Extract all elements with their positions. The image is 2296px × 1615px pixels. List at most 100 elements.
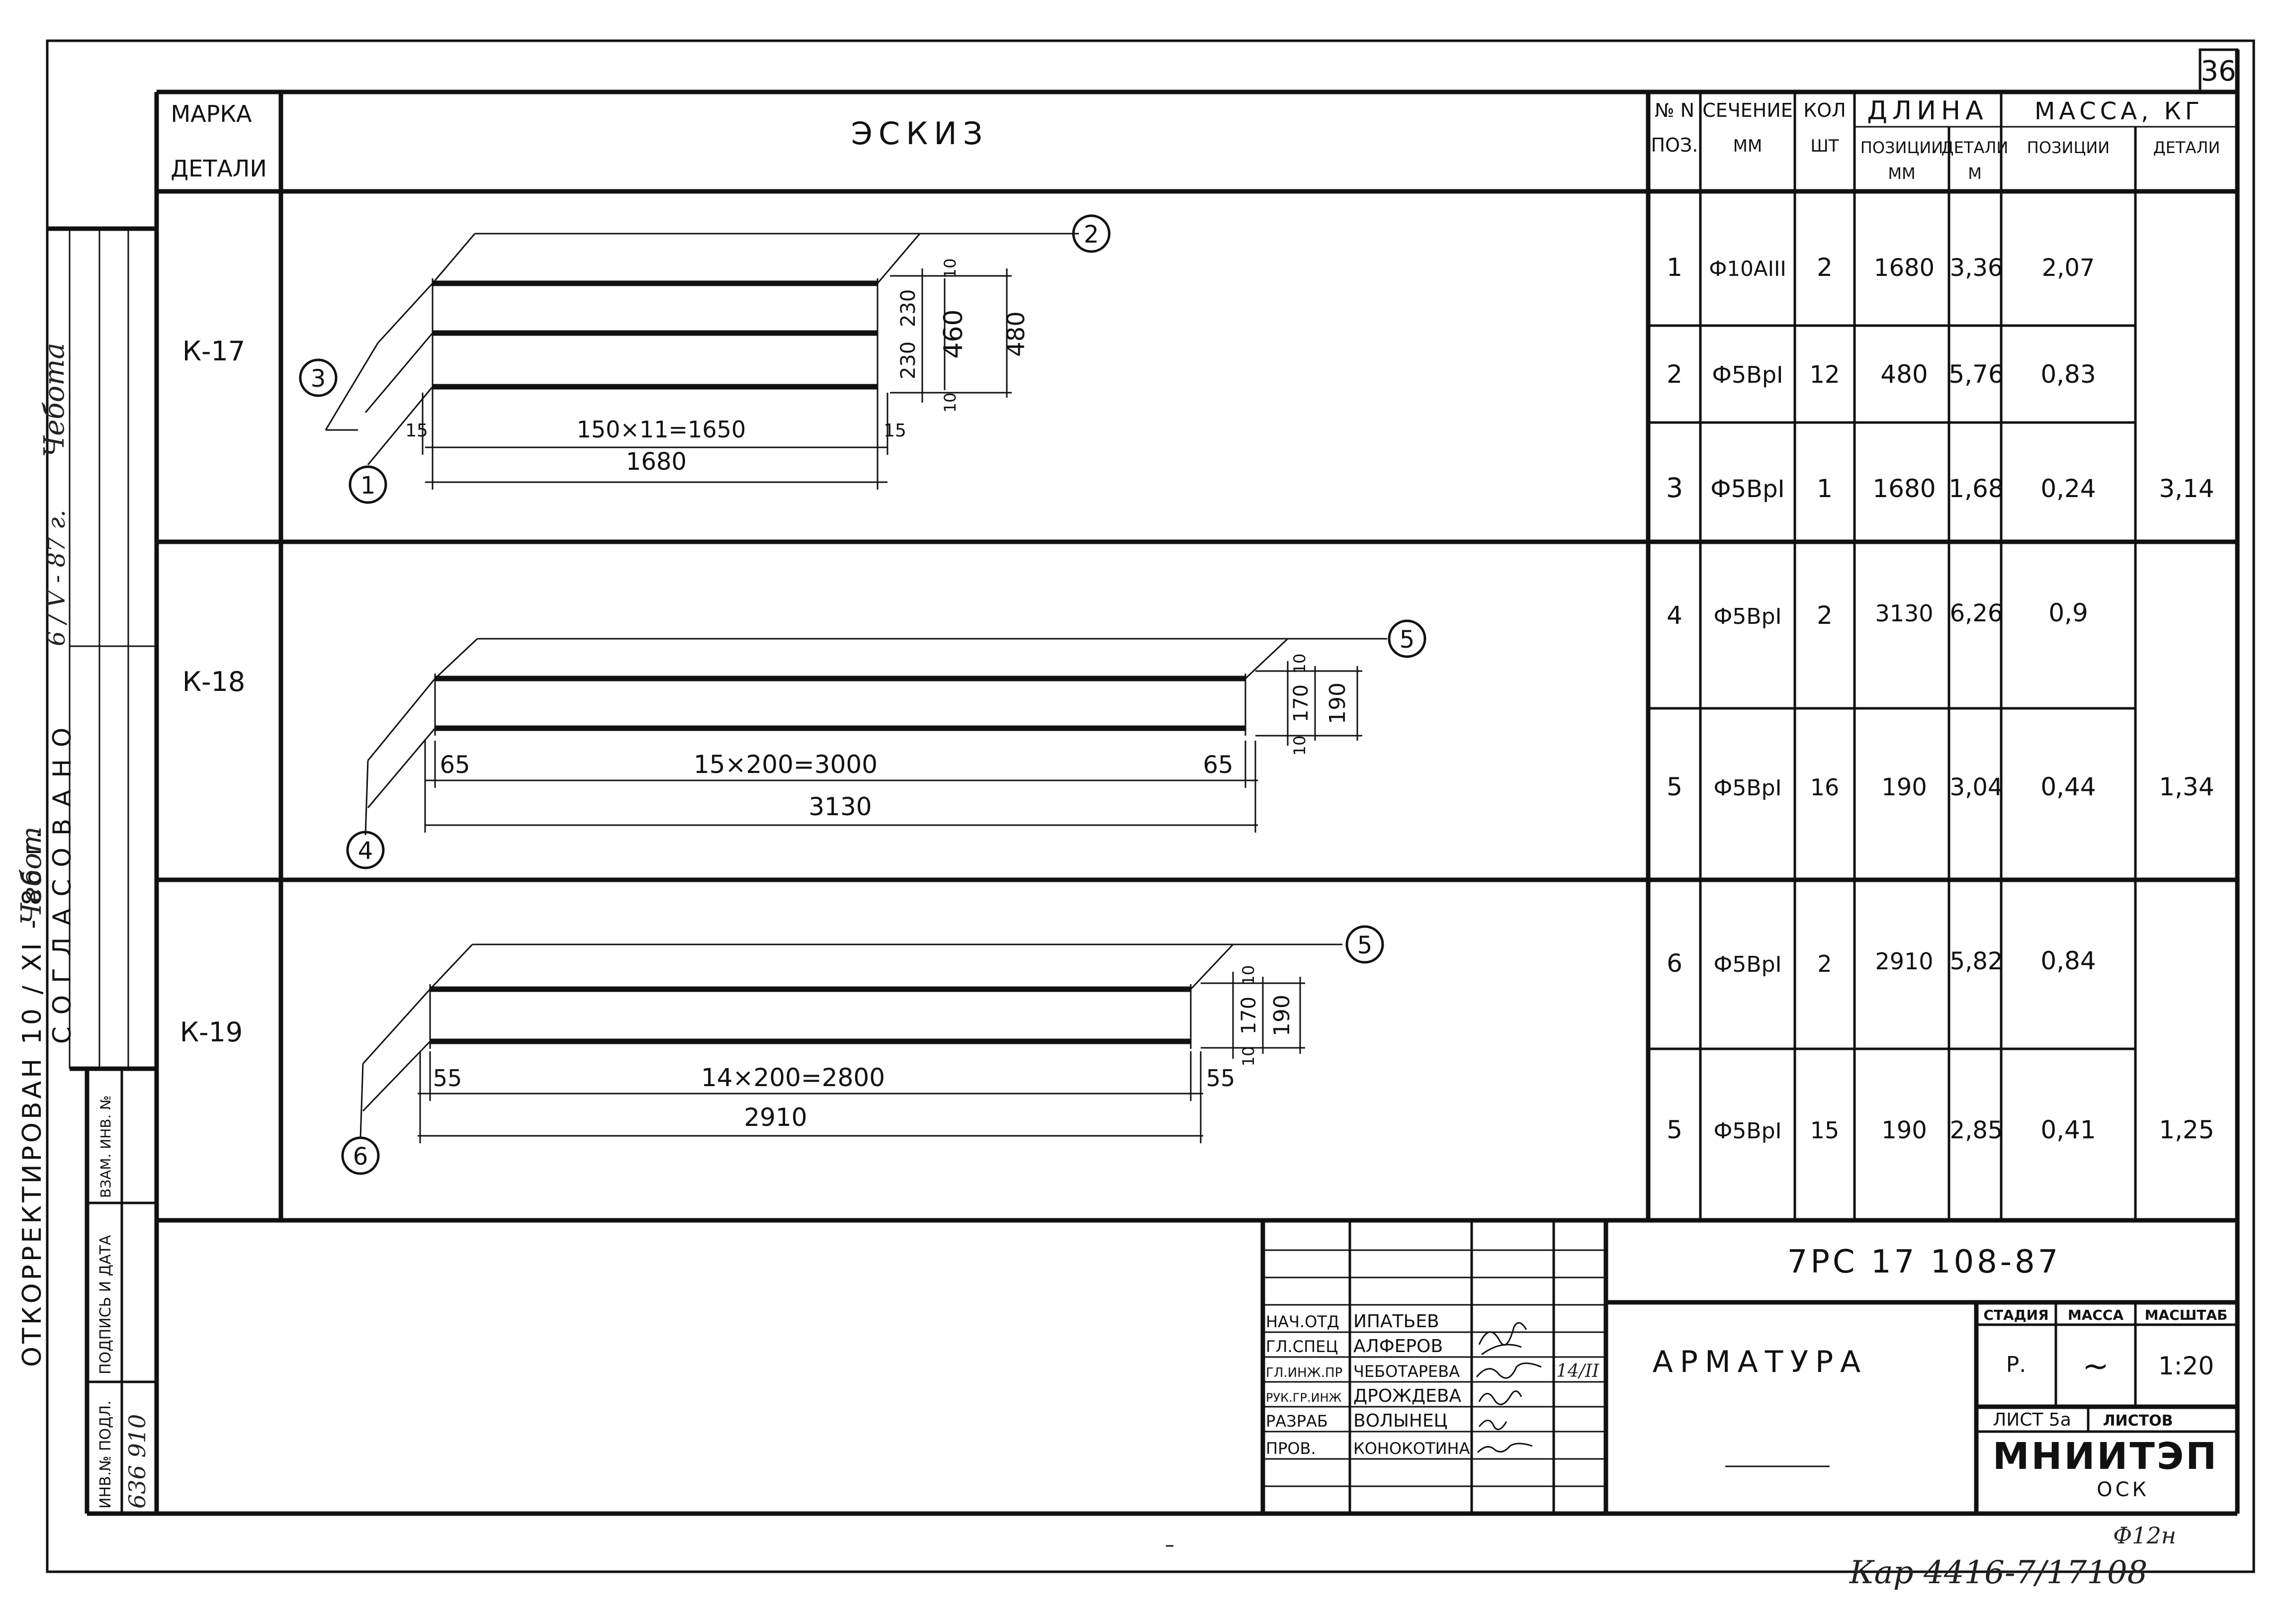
- table-row: 3 Ф5ВрI 1 1680 1,68 0,24: [1666, 472, 2096, 504]
- vzam-label: ВЗАМ. ИНВ. №: [97, 1096, 114, 1198]
- svg-text:ПРОВ.: ПРОВ.: [1266, 1439, 1316, 1458]
- svg-text:3: 3: [1666, 472, 1683, 504]
- dim-k18-left: 65: [440, 751, 470, 779]
- mass-label: МАССА: [2068, 1307, 2124, 1323]
- callout-k19-6: 6: [353, 1143, 368, 1171]
- mass-value: ~: [2082, 1348, 2109, 1385]
- detail-mass-k17: 3,14: [2159, 474, 2214, 503]
- svg-text:0,24: 0,24: [2040, 474, 2096, 503]
- svg-text:2,85: 2,85: [1950, 1116, 2003, 1144]
- dim-k18-170: 170: [1290, 684, 1313, 722]
- header-mass: МАССА, КГ: [2034, 97, 2204, 125]
- svg-text:1680: 1680: [1874, 254, 1935, 282]
- svg-text:3130: 3130: [1875, 600, 1933, 627]
- dim-k18-spacing: 15×200=3000: [694, 750, 878, 779]
- dim-k18-top: 10: [1290, 654, 1309, 674]
- dim-k19-170: 170: [1237, 997, 1260, 1034]
- header-pos-2: ПОЗ.: [1651, 134, 1698, 156]
- callout-k19-5: 5: [1357, 932, 1373, 959]
- sheets-label: ЛИСТОВ: [2103, 1412, 2173, 1430]
- approved-signature: Чебота: [38, 342, 71, 457]
- svg-text:2: 2: [1817, 253, 1833, 282]
- header-pos-1: № N: [1655, 99, 1694, 121]
- scale-value: 1:20: [2158, 1352, 2214, 1380]
- header-mark-1: МАРКА: [171, 100, 252, 127]
- table-row: 5 Ф5ВрI 15 190 2,85 0,41: [1667, 1115, 2096, 1144]
- dim-k18-190: 190: [1325, 682, 1350, 724]
- header-length-det-2: М: [1968, 164, 1982, 183]
- sketch-k19: [359, 943, 1342, 1143]
- svg-text:ЧЕБОТАРЕВА: ЧЕБОТАРЕВА: [1353, 1362, 1460, 1381]
- corrected-stamp: ОТКОРРЕКТИРОВАН 10 / XI - 86 г.: [17, 828, 47, 1367]
- svg-text:Ф5ВрI: Ф5ВрI: [1714, 775, 1782, 801]
- svg-text:5,82: 5,82: [1950, 947, 2003, 975]
- dim-k19-top: 10: [1239, 965, 1258, 986]
- dim-k19-190: 190: [1269, 995, 1295, 1036]
- sketch-k18-labels: 5 4 10 170 10 190 65 65 15×200=3000 3130: [346, 619, 1426, 869]
- header-qty-1: КОЛ: [1803, 99, 1846, 121]
- stage-label: СТАДИЯ: [1983, 1307, 2048, 1323]
- dim-k18-total: 3130: [808, 792, 872, 821]
- detail-mass-k19: 1,25: [2159, 1115, 2214, 1144]
- dim-k17-total: 1680: [626, 448, 687, 476]
- dim-k17-230b: 230: [897, 341, 920, 379]
- svg-text:6: 6: [1667, 949, 1682, 978]
- dept-name: ОСК: [2097, 1478, 2149, 1501]
- svg-text:Ф5ВрI: Ф5ВрI: [1714, 604, 1782, 629]
- dim-k19-right: 55: [1206, 1065, 1236, 1092]
- svg-text:0,9: 0,9: [2048, 598, 2088, 627]
- svg-text:НАЧ.ОТД: НАЧ.ОТД: [1266, 1312, 1339, 1331]
- svg-text:0,41: 0,41: [2040, 1115, 2096, 1144]
- dim-k17-left15: 15: [405, 421, 428, 441]
- dim-k19-bot: 10: [1239, 1046, 1258, 1067]
- approved-date: 6 / V - 87 г.: [43, 510, 71, 646]
- svg-text:3,04: 3,04: [1950, 773, 2003, 801]
- dim-k19-left: 55: [433, 1065, 462, 1092]
- callout-k17-1: 1: [360, 472, 376, 500]
- header-length-pos-2: ММ: [1888, 164, 1915, 183]
- approved-stamp: СОГЛАСОВАНО: [48, 716, 77, 1044]
- svg-text:Ф5ВрI: Ф5ВрI: [1714, 1118, 1782, 1144]
- svg-text:КОНОКОТИНА: КОНОКОТИНА: [1353, 1439, 1470, 1458]
- dim-k17-460: 460: [939, 309, 969, 358]
- dim-k17-spacing: 150×11=1650: [577, 416, 746, 443]
- svg-text:1: 1: [1667, 253, 1682, 282]
- drawing-title: АРМАТУРА: [1653, 1345, 1867, 1379]
- header-mass-det: ДЕТАЛИ: [2153, 138, 2220, 157]
- sketch-k18: [364, 638, 1387, 836]
- svg-text:ВОЛЫНЕЦ: ВОЛЫНЕЦ: [1353, 1411, 1448, 1431]
- svg-text:1: 1: [1817, 474, 1833, 503]
- callout-k17-2: 2: [1084, 221, 1099, 249]
- dim-k18-right: 65: [1203, 751, 1233, 779]
- svg-text:3,36: 3,36: [1950, 254, 2003, 282]
- svg-text:2: 2: [1667, 360, 1682, 389]
- svg-text:16: 16: [1810, 774, 1840, 801]
- svg-text:14/II: 14/II: [1556, 1361, 1599, 1381]
- org-name: МНИИТЭП: [1993, 1435, 2218, 1478]
- dim-k17-230a: 230: [897, 289, 920, 327]
- sheet-label: ЛИСТ 5а: [1993, 1410, 2071, 1430]
- sheet-number-box: [2199, 48, 2239, 93]
- header-length: ДЛИНА: [1867, 96, 1988, 126]
- detail-mark-k18: К-18: [182, 666, 246, 697]
- inv-label: ИНВ.№ ПОДЛ.: [97, 1400, 114, 1509]
- header-length-det-1: ДЕТАЛИ: [1942, 138, 2009, 157]
- left-margin-stamp: [47, 226, 157, 1514]
- svg-text:4: 4: [1667, 601, 1682, 630]
- svg-text:Ф5ВрI: Ф5ВрI: [1712, 361, 1783, 388]
- header-qty-2: ШТ: [1810, 136, 1839, 156]
- dim-k17-480: 480: [1002, 311, 1030, 357]
- sketch-k19-labels: 5 6 10 170 10 190 55 55 14×200=2800 2910: [341, 925, 1384, 1175]
- dim-k17-right15: 15: [883, 421, 906, 441]
- signature-table: НАЧ.ОТД ИПАТЬЕВ ГЛ.СПЕЦ АЛФЕРОВ ГЛ.ИНЖ.П…: [1266, 1311, 1599, 1458]
- detail-mark-k19: К-19: [180, 1017, 243, 1048]
- sketch-k17: [325, 233, 1079, 490]
- doc-code: 7РС 17 108-87: [1787, 1244, 2061, 1280]
- header-sketch: ЭСКИЗ: [851, 115, 989, 152]
- dim-k18-bot: 10: [1290, 736, 1309, 756]
- svg-text:5,76: 5,76: [1948, 360, 2004, 389]
- callout-k18-5: 5: [1400, 626, 1415, 654]
- svg-text:0,83: 0,83: [2040, 360, 2096, 389]
- svg-text:0,84: 0,84: [2040, 946, 2096, 975]
